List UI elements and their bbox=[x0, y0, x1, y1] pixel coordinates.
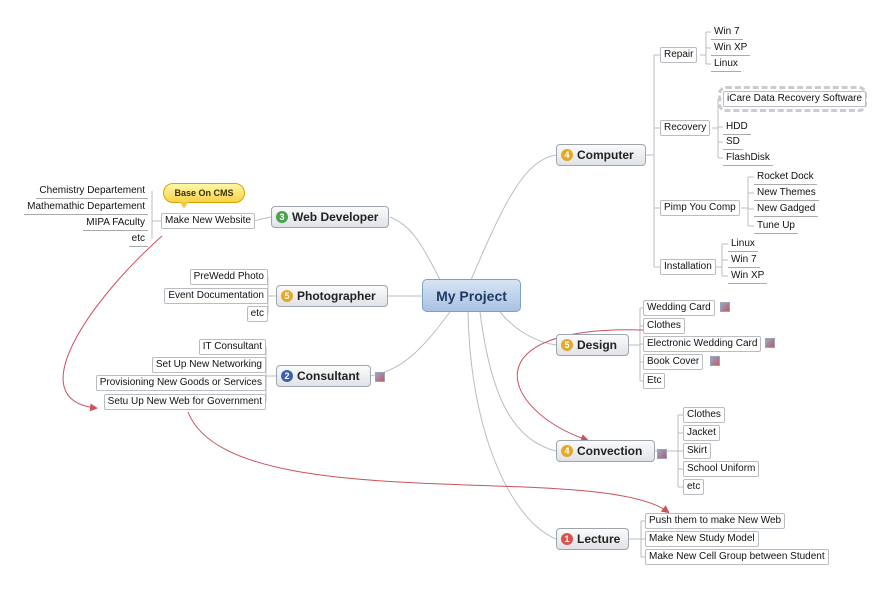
subtopic-item[interactable]: Wedding Card bbox=[643, 300, 715, 316]
leaf-item[interactable]: Win XP bbox=[728, 268, 768, 284]
central-topic-label: My Project bbox=[436, 287, 507, 304]
subtopic-repair[interactable]: Repair bbox=[660, 47, 698, 63]
subtopic-item[interactable]: Skirt bbox=[683, 443, 711, 459]
subtopic-item[interactable]: Jacket bbox=[683, 425, 720, 441]
image-icon bbox=[657, 449, 667, 459]
topic-label: Lecture bbox=[577, 532, 621, 546]
leaf-item[interactable]: etc bbox=[128, 231, 148, 247]
subtopic-item[interactable]: Set Up New Networking bbox=[151, 357, 266, 373]
leaf-item[interactable]: Tune Up bbox=[754, 218, 798, 234]
subtopic-item[interactable]: Book Cover bbox=[643, 354, 704, 370]
topic-label: Design bbox=[577, 338, 618, 352]
topic-design[interactable]: 5 Design bbox=[556, 334, 629, 356]
topic-label: Photographer bbox=[297, 289, 376, 303]
callout-label: Base On CMS bbox=[174, 188, 234, 198]
callout-bubble[interactable]: Base On CMS bbox=[163, 183, 245, 203]
image-icon bbox=[375, 372, 385, 382]
topic-computer[interactable]: 4 Computer bbox=[556, 144, 646, 166]
subtopic-item[interactable]: Provisioning New Goods or Services bbox=[95, 375, 266, 391]
subtopic-item[interactable]: Etc bbox=[643, 373, 666, 389]
image-icon bbox=[720, 302, 730, 312]
leaf-item[interactable]: New Gadged bbox=[754, 201, 819, 217]
image-icon bbox=[710, 356, 720, 366]
subtopic-item[interactable]: etc bbox=[246, 306, 268, 322]
subtopic-item[interactable]: Clothes bbox=[683, 407, 725, 423]
priority-4-icon: 4 bbox=[561, 445, 573, 457]
subtopic-item[interactable]: Electronic Wedding Card bbox=[643, 336, 762, 352]
leaf-item[interactable]: SD bbox=[723, 134, 743, 150]
topic-label: Convection bbox=[577, 444, 643, 458]
leaf-item[interactable]: Linux bbox=[711, 56, 741, 72]
image-icon bbox=[765, 338, 775, 348]
leaf-item[interactable]: Win 7 bbox=[728, 252, 760, 268]
leaf-item[interactable]: HDD bbox=[723, 119, 751, 135]
subtopic-item[interactable]: Make New Study Model bbox=[645, 531, 759, 547]
topic-convection[interactable]: 4 Convection bbox=[556, 440, 655, 462]
subtopic-item[interactable]: IT Consultant bbox=[198, 339, 266, 355]
leaf-item[interactable]: FlashDisk bbox=[723, 150, 773, 166]
topic-label: Web Developer bbox=[292, 210, 379, 224]
priority-5-icon: 5 bbox=[561, 339, 573, 351]
priority-5-icon: 5 bbox=[281, 290, 293, 302]
subtopic-make-new-website[interactable]: Make New Website bbox=[161, 213, 255, 229]
leaf-item[interactable]: Win 7 bbox=[711, 24, 743, 40]
leaf-item[interactable]: Mathemathic Departement bbox=[24, 199, 148, 215]
subtopic-item[interactable]: Make New Cell Group between Student bbox=[645, 549, 829, 565]
topic-label: Consultant bbox=[297, 369, 360, 383]
subtopic-installation[interactable]: Installation bbox=[660, 259, 716, 275]
priority-4-icon: 4 bbox=[561, 149, 573, 161]
subtopic-recovery[interactable]: Recovery bbox=[660, 120, 711, 136]
leaf-item[interactable]: MIPA FAculty bbox=[83, 215, 148, 231]
subtopic-item[interactable]: Event Documentation bbox=[164, 288, 268, 304]
subtopic-pimp[interactable]: Pimp You Comp bbox=[660, 200, 740, 216]
priority-1-icon: 1 bbox=[561, 533, 573, 545]
topic-lecture[interactable]: 1 Lecture bbox=[556, 528, 629, 550]
subtopic-item[interactable]: School Uniform bbox=[683, 461, 760, 477]
subtopic-item[interactable]: Push them to make New Web bbox=[645, 513, 786, 529]
topic-label: Computer bbox=[577, 148, 634, 162]
leaf-item[interactable]: iCare Data Recovery Software bbox=[723, 91, 867, 107]
leaf-item[interactable]: Rocket Dock bbox=[754, 169, 817, 185]
leaf-item[interactable]: Linux bbox=[728, 236, 758, 252]
subtopic-item[interactable]: PreWedd Photo bbox=[189, 269, 268, 285]
priority-2-icon: 2 bbox=[281, 370, 293, 382]
subtopic-item[interactable]: etc bbox=[683, 479, 705, 495]
priority-3-icon: 3 bbox=[276, 211, 288, 223]
topic-consultant[interactable]: 2 Consultant bbox=[276, 365, 371, 387]
topic-photographer[interactable]: 5 Photographer bbox=[276, 285, 388, 307]
leaf-item[interactable]: Win XP bbox=[711, 40, 751, 56]
subtopic-item[interactable]: Clothes bbox=[643, 318, 685, 334]
central-topic[interactable]: My Project bbox=[422, 279, 521, 312]
topic-web-developer[interactable]: 3 Web Developer bbox=[271, 206, 389, 228]
speech-bubble-icon bbox=[180, 202, 188, 209]
leaf-item[interactable]: New Themes bbox=[754, 185, 819, 201]
leaf-item[interactable]: Chemistry Departement bbox=[36, 183, 148, 199]
subtopic-item[interactable]: Setu Up New Web for Government bbox=[103, 394, 266, 410]
